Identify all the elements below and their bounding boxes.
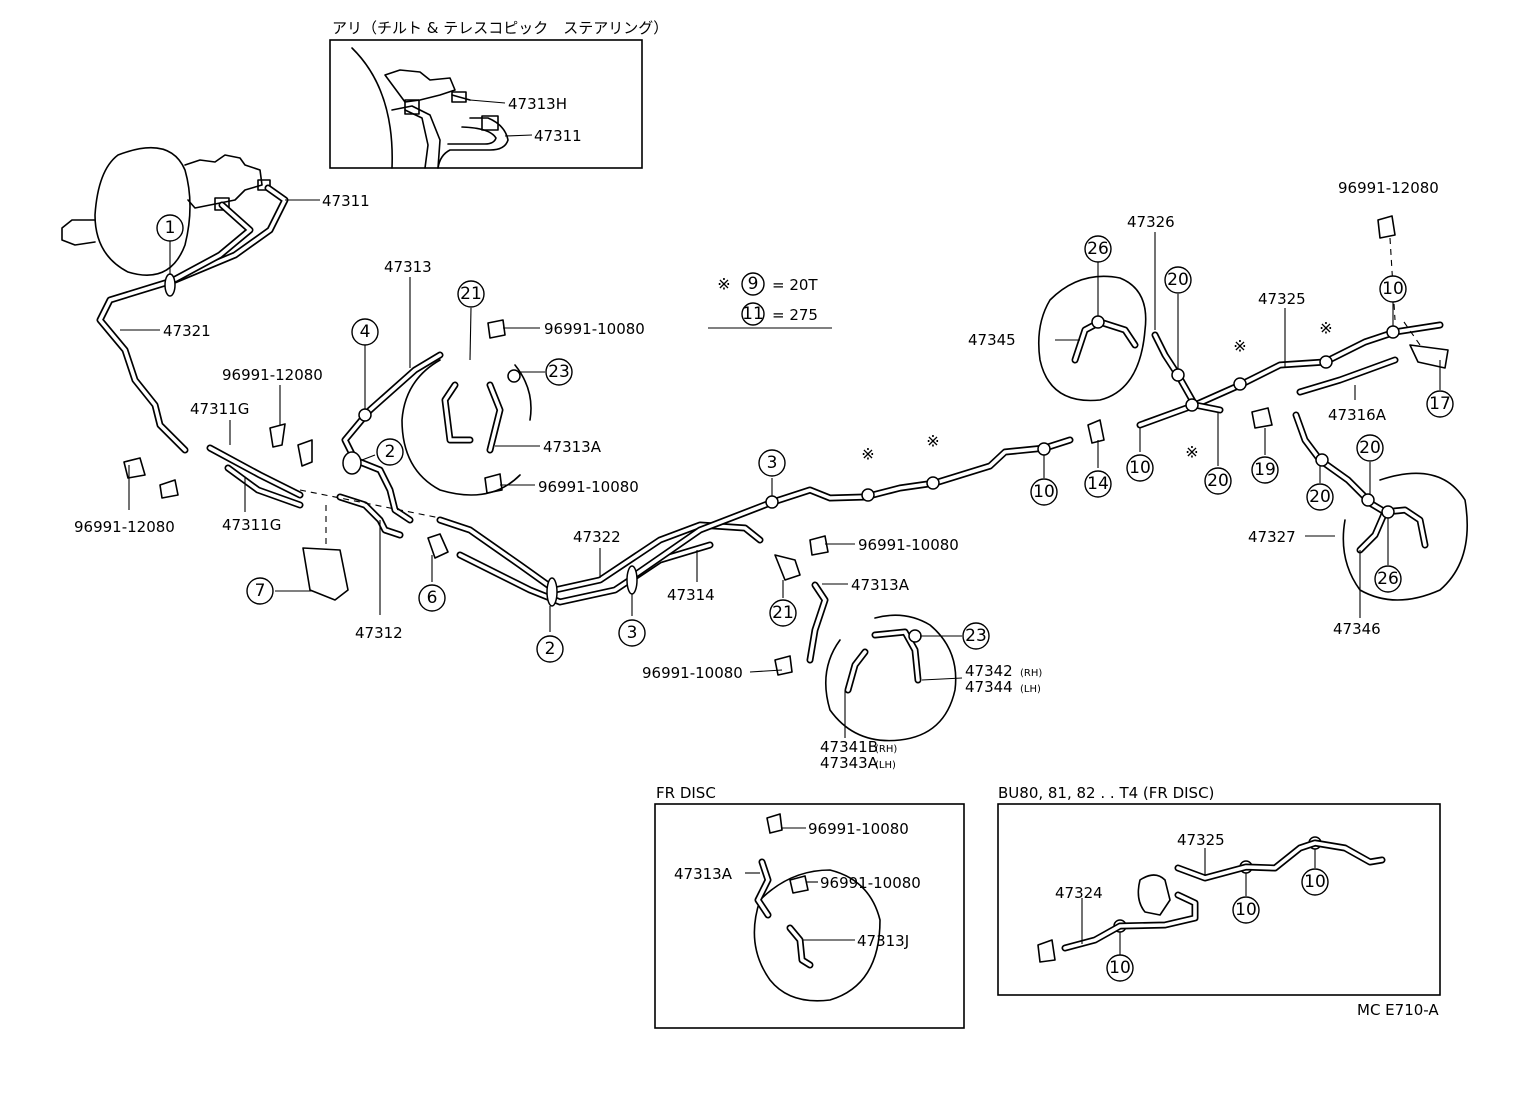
fr-disc-part-b: 96991-10080 bbox=[820, 874, 921, 892]
mark-d: ※ bbox=[1319, 319, 1332, 338]
label-47311: 47311 bbox=[322, 192, 370, 210]
legend-row1-value: = 20T bbox=[772, 276, 818, 294]
label-96991-10080-a: 96991-10080 bbox=[544, 320, 645, 338]
inset-tilt-title: アリ（チルト & テレスコピック ステアリング） bbox=[332, 19, 668, 37]
label-47311-inset: 47311 bbox=[534, 127, 582, 145]
label-96991-12080-c: 96991-12080 bbox=[1338, 179, 1439, 197]
label-rh-a: (RH) bbox=[1020, 668, 1042, 679]
legend-callout-11: 11 bbox=[742, 304, 764, 324]
label-lh-a: (LH) bbox=[1020, 684, 1041, 695]
label-47343A: 47343A bbox=[820, 754, 879, 772]
label-47346: 47346 bbox=[1333, 620, 1381, 638]
label-96991-12080-a: 96991-12080 bbox=[222, 366, 323, 384]
label-47344: 47344 bbox=[965, 678, 1013, 696]
callout-1: 1 bbox=[165, 218, 176, 238]
callout-10b: 10 bbox=[1129, 458, 1151, 478]
label-47342: 47342 bbox=[965, 662, 1013, 680]
callouts: 1 2 2 3 3 4 6 7 10 10 10 14 17 19 20 20 … bbox=[156, 214, 1454, 663]
label-96991-10080-c: 96991-10080 bbox=[858, 536, 959, 554]
inset-tilt-telescopic: アリ（チルト & テレスコピック ステアリング） 47313H 47311 bbox=[329, 19, 668, 169]
clips bbox=[123, 215, 1449, 963]
mark-c: ※ bbox=[1233, 337, 1246, 356]
label-47326: 47326 bbox=[1127, 213, 1175, 231]
callout-21b: 21 bbox=[772, 603, 794, 623]
callout-2a: 2 bbox=[385, 442, 396, 462]
label-47316A: 47316A bbox=[1328, 406, 1387, 424]
label-47314: 47314 bbox=[667, 586, 715, 604]
mark-a: ※ bbox=[861, 445, 874, 464]
label-47311G-a: 47311G bbox=[190, 400, 249, 418]
inset-bu80: BU80, 81, 82 . . T4 (FR DISC) 47325 4732… bbox=[997, 784, 1441, 996]
leader-lines bbox=[120, 199, 1441, 738]
fr-disc-part-a: 96991-10080 bbox=[808, 820, 909, 838]
callout-3b: 3 bbox=[627, 623, 638, 643]
callout-4: 4 bbox=[360, 322, 371, 342]
label-47321: 47321 bbox=[163, 322, 211, 340]
label-47325: 47325 bbox=[1258, 290, 1306, 308]
label-47313: 47313 bbox=[384, 258, 432, 276]
bu80-title: BU80, 81, 82 . . T4 (FR DISC) bbox=[998, 784, 1214, 802]
callout-6: 6 bbox=[427, 588, 438, 608]
callout-23b: 23 bbox=[965, 626, 987, 646]
label-96991-12080-b: 96991-12080 bbox=[74, 518, 175, 536]
legend-row2-value: = 275 bbox=[772, 306, 818, 324]
fr-disc-part-c: 47313A bbox=[674, 865, 733, 883]
callout-14: 14 bbox=[1087, 474, 1109, 494]
label-lh-b: (LH) bbox=[875, 760, 896, 771]
callout-23a: 23 bbox=[548, 362, 570, 382]
label-96991-10080-b: 96991-10080 bbox=[538, 478, 639, 496]
bu80-callout-2: 10 bbox=[1235, 900, 1257, 920]
callout-26b: 26 bbox=[1377, 569, 1399, 589]
mark-e: ※ bbox=[1185, 443, 1198, 462]
label-rh-b: (RH) bbox=[875, 744, 897, 755]
callout-26a: 26 bbox=[1087, 239, 1109, 259]
callout-7: 7 bbox=[255, 581, 266, 601]
callout-17: 17 bbox=[1429, 394, 1451, 414]
label-47313A-b: 47313A bbox=[851, 576, 910, 594]
label-47322: 47322 bbox=[573, 528, 621, 546]
legend-callout-9: 9 bbox=[748, 274, 759, 294]
dashed-guides bbox=[299, 237, 1421, 548]
callout-19: 19 bbox=[1254, 460, 1276, 480]
bu80-callout-3: 10 bbox=[1304, 872, 1326, 892]
bu80-callout-1: 10 bbox=[1109, 958, 1131, 978]
label-96991-10080-d: 96991-10080 bbox=[642, 664, 743, 682]
torque-marks: ※ ※ ※ ※ ※ bbox=[861, 319, 1332, 464]
callout-20a: 20 bbox=[1167, 270, 1189, 290]
label-47327: 47327 bbox=[1248, 528, 1296, 546]
label-47311G-b: 47311G bbox=[222, 516, 281, 534]
legend-mark: ※ bbox=[717, 275, 730, 294]
label-47345: 47345 bbox=[968, 331, 1016, 349]
callout-3a: 3 bbox=[767, 453, 778, 473]
callout-20c: 20 bbox=[1309, 487, 1331, 507]
mark-b: ※ bbox=[926, 432, 939, 451]
fr-disc-part-d: 47313J bbox=[857, 932, 909, 950]
callout-2b: 2 bbox=[545, 639, 556, 659]
bu80-part-b: 47324 bbox=[1055, 884, 1103, 902]
brake-pipes bbox=[96, 184, 1444, 694]
callout-10a: 10 bbox=[1033, 482, 1055, 502]
inset-fr-disc: FR DISC 96991-10080 96991-10080 47313A 4… bbox=[654, 784, 965, 1029]
callout-10c: 10 bbox=[1382, 279, 1404, 299]
fr-disc-title: FR DISC bbox=[656, 784, 716, 802]
callout-21a: 21 bbox=[460, 284, 482, 304]
label-47312: 47312 bbox=[355, 624, 403, 642]
part-labels: 47311 47321 47313 47311G 47311G 96991-12… bbox=[74, 179, 1439, 772]
label-47313H: 47313H bbox=[508, 95, 567, 113]
callout-20b: 20 bbox=[1207, 471, 1229, 491]
bu80-part-a: 47325 bbox=[1177, 831, 1225, 849]
callout-20d: 20 bbox=[1359, 438, 1381, 458]
master-cylinder bbox=[61, 147, 271, 276]
label-47313A-a: 47313A bbox=[543, 438, 602, 456]
label-47341B: 47341B bbox=[820, 738, 878, 756]
wheel-assemblies bbox=[401, 275, 1468, 1002]
torque-legend: ※ 9 = 20T 11 = 275 bbox=[708, 272, 832, 329]
diagram-code: MC E710-A bbox=[1357, 1001, 1439, 1019]
